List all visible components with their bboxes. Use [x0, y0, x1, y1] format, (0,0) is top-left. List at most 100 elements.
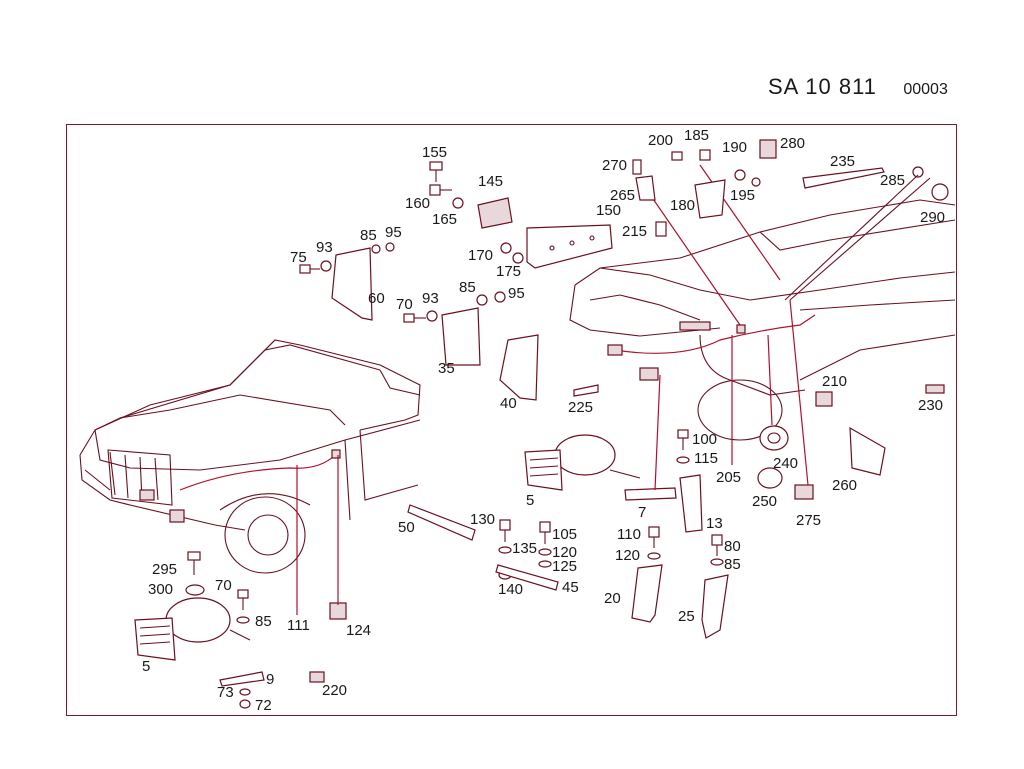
- connector-275: [794, 484, 814, 500]
- bolt-100: [677, 429, 689, 450]
- callout-220: 220: [322, 682, 347, 699]
- callout-85-b: 85: [459, 279, 476, 296]
- bracket-7: [624, 487, 677, 501]
- callout-40: 40: [500, 395, 517, 412]
- callout-300: 300: [148, 581, 173, 598]
- callout-155: 155: [422, 144, 447, 161]
- nut-95b: [494, 291, 506, 303]
- washer-115: [676, 456, 690, 464]
- callout-275: 275: [796, 512, 821, 529]
- bolt-160: [429, 184, 452, 196]
- bracket-150: [526, 224, 613, 269]
- callout-185: 185: [684, 127, 709, 144]
- grommet-300: [185, 584, 205, 596]
- callout-100: 100: [692, 431, 717, 448]
- callout-175: 175: [496, 263, 521, 280]
- callout-7: 7: [638, 504, 646, 521]
- callout-190: 190: [722, 139, 747, 156]
- washer-73: [239, 688, 251, 696]
- connector-230: [925, 384, 945, 394]
- callout-35: 35: [438, 360, 455, 377]
- callout-280: 280: [780, 135, 805, 152]
- clip-215: [655, 221, 667, 237]
- callout-270: 270: [602, 157, 627, 174]
- bolt-80: [711, 534, 723, 556]
- washer-190: [734, 169, 746, 181]
- callout-210: 210: [822, 373, 847, 390]
- plug-225: [573, 384, 599, 397]
- callout-25: 25: [678, 608, 695, 625]
- callout-120-a: 120: [552, 544, 577, 561]
- callout-105: 105: [552, 526, 577, 543]
- callout-110: 110: [617, 526, 641, 543]
- bracket-260: [849, 426, 886, 476]
- callout-135: 135: [512, 540, 537, 557]
- bolt-155: [429, 161, 443, 182]
- nut-195: [751, 177, 761, 187]
- callout-295: 295: [152, 561, 177, 578]
- callout-150: 150: [596, 202, 621, 219]
- callout-200: 200: [648, 132, 673, 149]
- washer-165: [452, 197, 464, 209]
- bolt-70a: [403, 313, 426, 323]
- drawing-header: SA 10 811 00003: [768, 74, 948, 100]
- callout-5-right: 5: [526, 492, 534, 509]
- bracket-13: [679, 474, 703, 533]
- washer-125: [538, 560, 552, 568]
- callout-9: 9: [266, 671, 274, 688]
- callout-124: 124: [346, 622, 371, 639]
- nut-175: [512, 252, 524, 264]
- drawing-frame: [66, 124, 957, 716]
- callout-215: 215: [622, 223, 647, 240]
- washer-85c: [710, 558, 724, 566]
- callout-93-a: 93: [316, 239, 333, 256]
- callout-260: 260: [832, 477, 857, 494]
- callout-80: 80: [724, 538, 741, 555]
- callout-115: 115: [694, 450, 718, 467]
- callout-95-b: 95: [508, 285, 525, 302]
- washer-93b: [426, 310, 438, 322]
- connector-210: [815, 391, 833, 407]
- bracket-60: [331, 247, 373, 321]
- bracket-50: [407, 504, 476, 541]
- callout-85-c: 85: [724, 556, 741, 573]
- callout-73: 73: [217, 684, 234, 701]
- callout-235: 235: [830, 153, 855, 170]
- callout-20: 20: [604, 590, 621, 607]
- washer-93a: [320, 260, 332, 272]
- nut-95a: [385, 242, 395, 252]
- bolt-70b: [237, 589, 249, 610]
- nut-170: [500, 242, 512, 254]
- bracket-35: [441, 307, 481, 366]
- relay-145: [477, 197, 513, 229]
- grommet-285: [912, 166, 924, 178]
- callout-195: 195: [730, 187, 755, 204]
- callout-45: 45: [562, 579, 579, 596]
- bolt-105: [539, 521, 551, 544]
- connector-124: [329, 602, 347, 620]
- callout-60: 60: [368, 290, 385, 307]
- callout-140: 140: [498, 581, 523, 598]
- callout-93-b: 93: [422, 290, 439, 307]
- callout-130: 130: [470, 511, 495, 528]
- washer-120b: [647, 552, 661, 560]
- bolt-295: [187, 551, 201, 575]
- callout-170: 170: [468, 247, 493, 264]
- callout-165: 165: [432, 211, 457, 228]
- callout-85-d: 85: [255, 613, 272, 630]
- callout-70-b: 70: [215, 577, 232, 594]
- callout-250: 250: [752, 493, 777, 510]
- bracket-40: [499, 334, 539, 401]
- callout-labels: 155 145 160 165 150 170 175 200 185 190 …: [142, 127, 945, 714]
- callout-85-a: 85: [360, 227, 377, 244]
- washer-85d: [236, 616, 250, 624]
- horn-5-right: [524, 434, 641, 491]
- sheet-number: 00003: [903, 81, 948, 98]
- grommet-240: [759, 425, 789, 451]
- callout-13: 13: [706, 515, 723, 532]
- callout-290: 290: [920, 209, 945, 226]
- grommet-250: [757, 467, 783, 489]
- switch-280: [759, 139, 777, 159]
- callout-265: 265: [610, 187, 635, 204]
